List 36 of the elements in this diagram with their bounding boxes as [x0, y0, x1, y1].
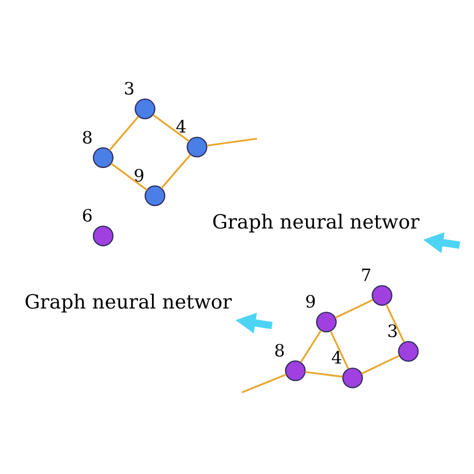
connector — [305, 371, 343, 378]
node-label: 3 — [387, 322, 398, 342]
node-circle — [92, 226, 114, 246]
connector — [108, 116, 140, 151]
node-label: 7 — [360, 266, 372, 286]
node-label: 8 — [82, 128, 93, 148]
node-circle — [134, 98, 156, 120]
connector — [152, 114, 190, 142]
connector — [300, 330, 322, 363]
node-label: 6 — [82, 206, 93, 227]
arrow — [423, 232, 460, 254]
connector — [206, 138, 258, 147]
node-label: 3 — [124, 80, 135, 100]
node-circle — [285, 360, 306, 382]
node-circle — [372, 285, 392, 306]
node-circle — [186, 136, 208, 158]
connector — [330, 330, 350, 370]
node-label: 4 — [176, 118, 187, 138]
node-label: 8 — [274, 341, 285, 362]
connector — [335, 299, 374, 319]
node-circle — [398, 341, 419, 362]
node-text: Graph neural networ — [212, 210, 420, 234]
connector — [385, 304, 405, 343]
node-circle — [316, 312, 337, 332]
node-circle — [92, 147, 114, 168]
node-circle — [144, 185, 166, 206]
node-label: 9 — [305, 292, 316, 313]
node-label: 4 — [331, 348, 342, 369]
connector — [110, 162, 148, 191]
node-circle — [342, 368, 363, 388]
connector — [160, 154, 192, 189]
node-text: Graph neural networ — [24, 290, 232, 314]
node-label: 9 — [134, 166, 145, 186]
connector — [361, 354, 400, 374]
arrow — [236, 312, 273, 334]
connector — [242, 374, 286, 394]
